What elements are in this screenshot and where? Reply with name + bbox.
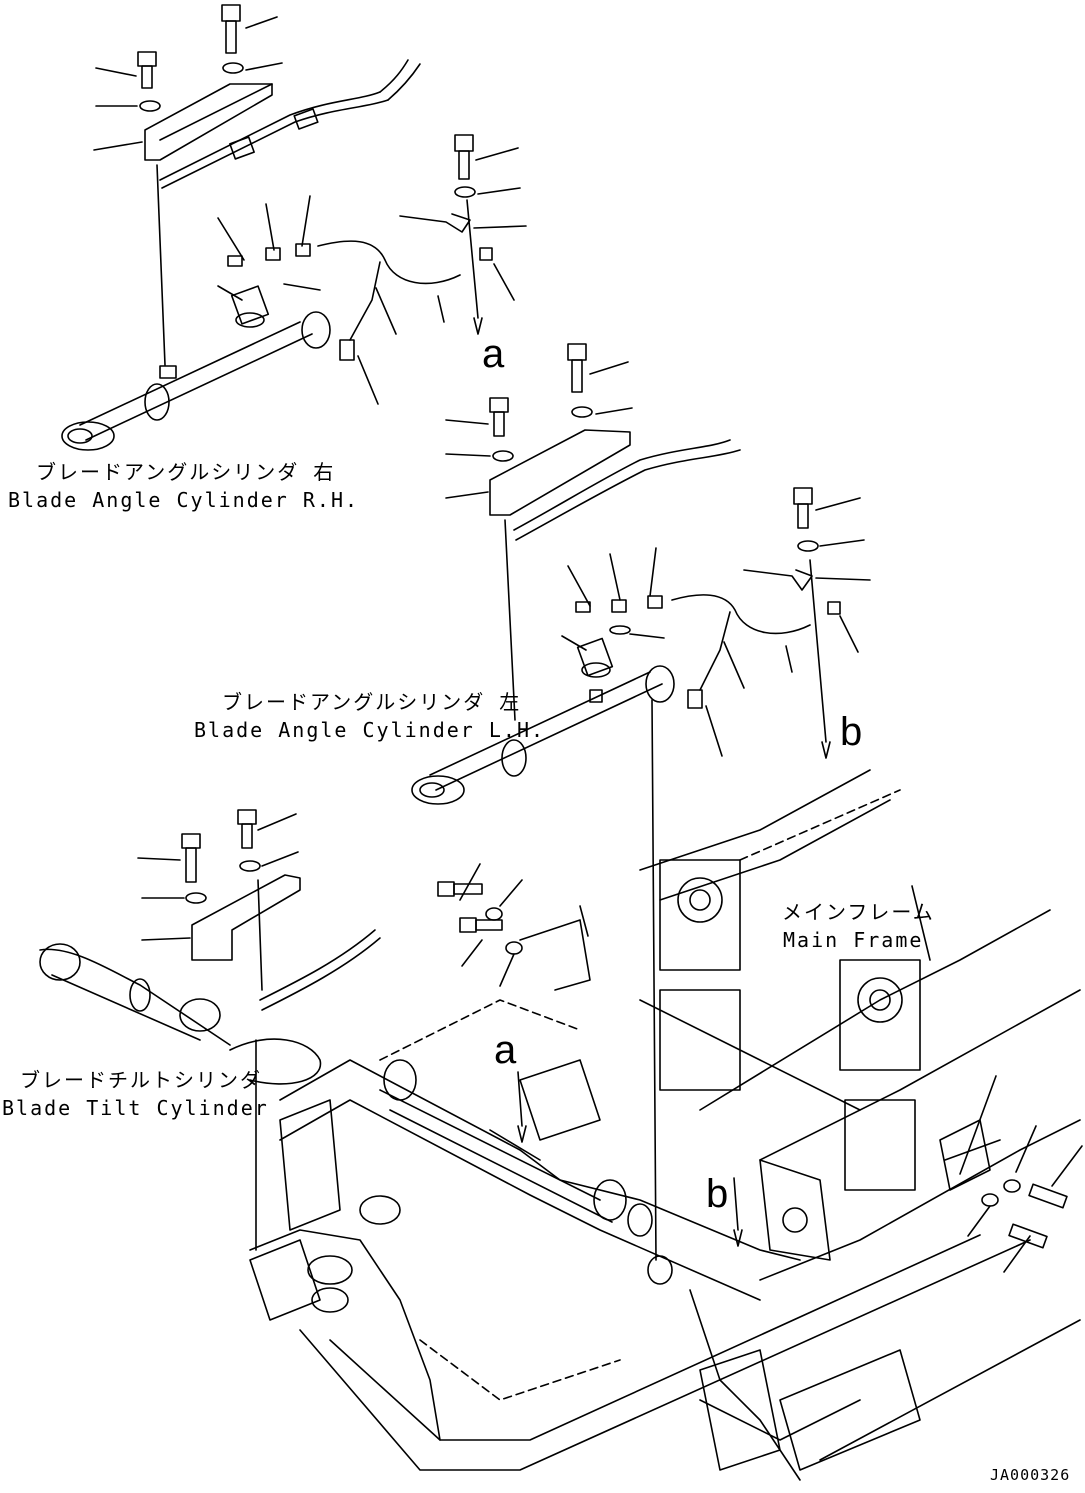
frame-fasteners xyxy=(437,863,1083,1273)
lh-cylinder-group xyxy=(411,343,871,1261)
ref-arrow-a xyxy=(517,1071,527,1143)
ref-letter-a-upper: a xyxy=(482,332,505,376)
tilt-cylinder-group xyxy=(39,809,381,1251)
hose-line xyxy=(159,59,421,189)
lh-cylinder-label-en: Blade Angle Cylinder L.H. xyxy=(194,718,546,742)
sensor-harness xyxy=(217,195,461,405)
bracket-plate xyxy=(399,134,527,335)
rh-cylinder-label-en: Blade Angle Cylinder R.H. xyxy=(8,488,360,512)
main-frame xyxy=(249,769,1081,1481)
lh-cylinder-label-jp: ブレードアングルシリンダ 左 xyxy=(222,690,522,714)
bracket-cover xyxy=(93,83,273,366)
tilt-cylinder-label-en: Blade Tilt Cylinder xyxy=(2,1096,269,1120)
ref-arrow-b xyxy=(733,1177,743,1247)
cylinder-body xyxy=(61,311,331,451)
rh-cylinder-group xyxy=(61,4,527,451)
tilt-cylinder-label-jp: ブレードチルトシリンダ xyxy=(20,1068,262,1092)
washer-icon xyxy=(95,62,283,112)
ref-letter-b-lower: b xyxy=(706,1172,729,1216)
rh-cylinder-label-jp: ブレードアングルシリンダ 右 xyxy=(36,460,336,484)
main-frame-label-jp: メインフレーム xyxy=(782,900,935,924)
bolt-icon xyxy=(221,4,278,54)
document-id: JA000326 xyxy=(990,1466,1071,1484)
main-frame-label-en: Main Frame xyxy=(783,928,924,952)
main-frame-leader xyxy=(911,885,931,961)
bolt-icon xyxy=(95,51,157,89)
ref-letter-b-upper: b xyxy=(840,710,863,754)
ref-letter-a-lower: a xyxy=(494,1028,517,1072)
